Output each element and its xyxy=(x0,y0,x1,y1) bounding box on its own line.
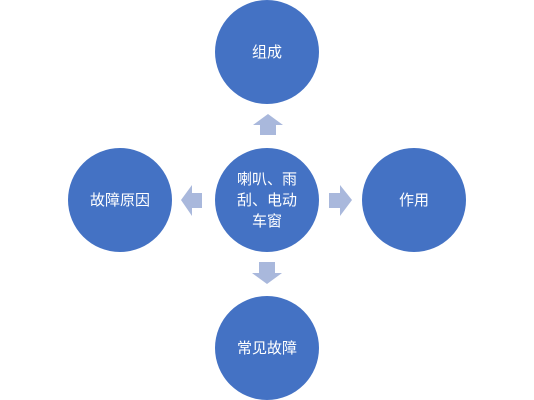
node-fault-causes: 故障原因 xyxy=(68,148,172,252)
node-center-topic: 喇叭、雨 刮、电动 车窗 xyxy=(215,148,319,252)
node-function-label: 作用 xyxy=(398,190,429,209)
arrow-up-icon xyxy=(253,114,283,135)
center-topic-line-1: 喇叭、雨 xyxy=(236,169,297,188)
node-common-faults: 常见故障 xyxy=(215,296,319,400)
node-composition: 组成 xyxy=(215,0,319,104)
node-common-faults-label: 常见故障 xyxy=(236,338,297,357)
arrow-down-icon xyxy=(252,262,282,284)
node-function: 作用 xyxy=(362,148,466,252)
center-topic-line-3: 车窗 xyxy=(251,211,282,230)
node-fault-causes-label: 故障原因 xyxy=(89,190,150,209)
center-topic-line-2: 刮、电动 xyxy=(236,190,297,209)
node-composition-label: 组成 xyxy=(251,42,282,61)
arrow-right-icon xyxy=(329,185,352,216)
arrow-left-icon xyxy=(181,185,202,216)
center-topic-text: 喇叭、雨 刮、电动 车窗 xyxy=(225,169,309,232)
